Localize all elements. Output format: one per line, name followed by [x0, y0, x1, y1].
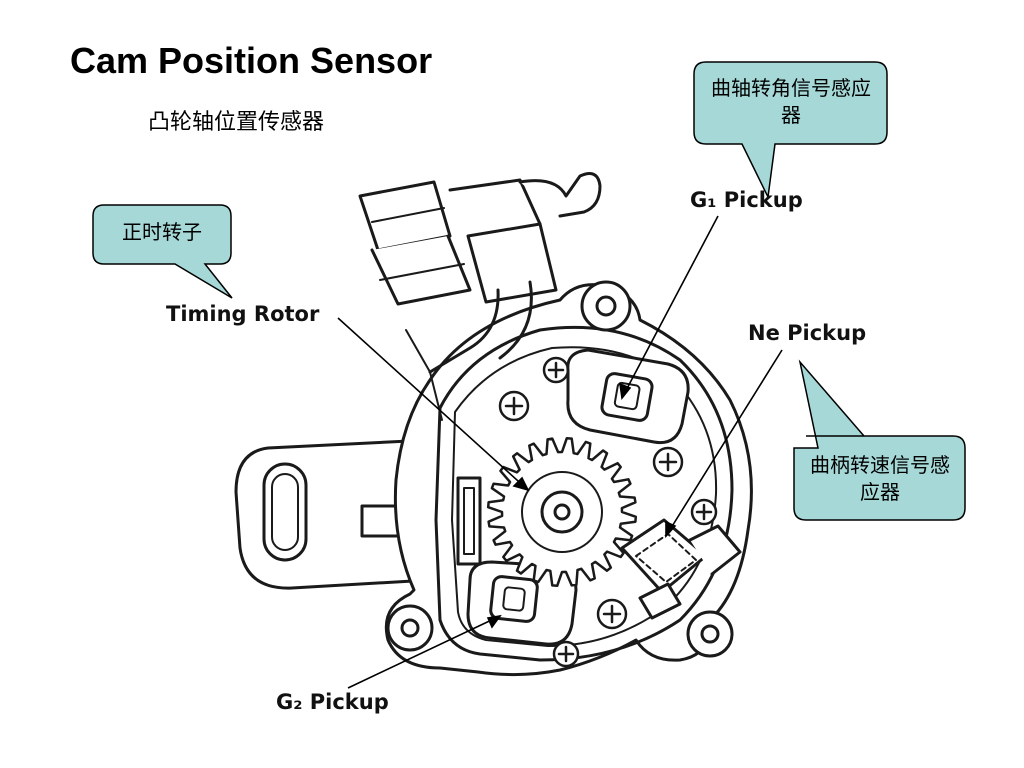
callout-ne	[793, 359, 966, 521]
leader-lines	[337, 215, 783, 689]
label-timing-rotor: Timing Rotor	[166, 302, 320, 326]
label-g2-pickup: G₂ Pickup	[276, 690, 389, 714]
page-subtitle: 凸轮轴位置传感器	[148, 110, 325, 135]
sensor-drawing	[234, 172, 753, 677]
callout-g1	[693, 61, 888, 200]
label-g1-pickup: G₁ Pickup	[690, 188, 803, 212]
page-title: Cam Position Sensor	[70, 40, 433, 81]
screw	[498, 356, 718, 668]
callout-timing	[92, 204, 233, 299]
label-ne-pickup: Ne Pickup	[748, 321, 867, 345]
callout-g1-text: 曲轴转角信号感应器	[711, 76, 871, 127]
callout-ne-text: 曲柄转速信号感应器	[810, 453, 950, 504]
callout-timing-text: 正时转子	[122, 220, 202, 244]
